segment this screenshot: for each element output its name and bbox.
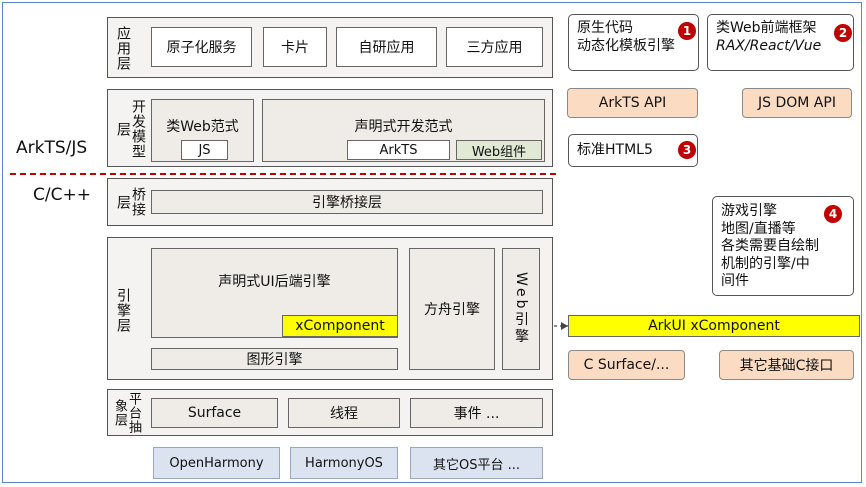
engine-layer-label: 引擎层 [115, 287, 131, 333]
thread-box: 线程 [288, 398, 400, 428]
os-openharmony: OpenHarmony [153, 447, 280, 479]
engine-bridge-box: 引擎桥接层 [151, 190, 543, 214]
badge-3-icon: 3 [678, 141, 696, 159]
arkts-box: ArkTS [347, 140, 450, 160]
callout-native-code-line1: 原生代码 [577, 20, 633, 36]
os-harmonyos: HarmonyOS [290, 447, 398, 479]
badge-4-icon: 4 [824, 205, 842, 223]
callout-web-framework-line2: RAX/React/Vue [716, 38, 822, 54]
web-component-box: Web组件 [456, 140, 542, 160]
callout-4-line2: 地图/直播等 [721, 220, 796, 237]
callout-4-line1: 游戏引擎 [721, 203, 777, 219]
app-item-third-party: 三方应用 [446, 27, 543, 67]
callout-native-code-line2: 动态化模板引擎 [577, 38, 675, 54]
arkts-api-box: ArkTS API [567, 88, 698, 118]
application-layer-label: 应用层 [115, 25, 131, 71]
callout-4-line4: 机制的引擎/中 [721, 255, 810, 272]
bridge-layer-label: 桥接层 [115, 187, 146, 217]
c-cpp-label: C/C++ [33, 185, 91, 205]
js-box: JS [181, 140, 228, 160]
js-dom-api-box: JS DOM API [742, 88, 852, 118]
xcomponent-box: xComponent [282, 315, 398, 337]
graphics-engine-box: 图形引擎 [151, 348, 398, 370]
callout-web-framework-line1: 类Web前端框架 [716, 20, 817, 36]
badge-2-icon: 2 [834, 24, 852, 42]
c-surface-box: C Surface/... [568, 350, 685, 380]
callout-web-framework: 类Web前端框架 RAX/React/Vue [707, 14, 854, 71]
app-item-atomic-service: 原子化服务 [151, 27, 252, 67]
badge-1-icon: 1 [678, 22, 696, 40]
callout-html5: 标准HTML5 [568, 134, 698, 167]
app-item-card: 卡片 [263, 27, 327, 67]
callout-4-line3: 各类需要自绘制 [721, 238, 819, 254]
other-c-interface-box: 其它基础C接口 [719, 350, 854, 380]
app-item-own-app: 自研应用 [336, 27, 437, 67]
callout-html5-text: 标准HTML5 [577, 142, 653, 158]
web-engine-box: Web引擎 [502, 248, 540, 370]
platform-abstraction-layer-label: 平台抽象层 [112, 392, 141, 434]
arrow-right-icon [561, 322, 568, 330]
dev-model-layer-label: 开发模型层 [115, 99, 146, 159]
arkts-js-label: ArkTS/JS [16, 138, 88, 158]
surface-box: Surface [151, 398, 278, 428]
callout-4-line5: 间件 [721, 273, 749, 289]
os-other: 其它OS平台 ... [410, 447, 543, 479]
callout-native-code: 原生代码 动态化模板引擎 [568, 14, 699, 71]
ark-engine-box: 方舟引擎 [409, 248, 495, 370]
event-box: 事件 ... [410, 398, 543, 428]
arkui-xcomponent-box: ArkUI xComponent [568, 315, 860, 337]
